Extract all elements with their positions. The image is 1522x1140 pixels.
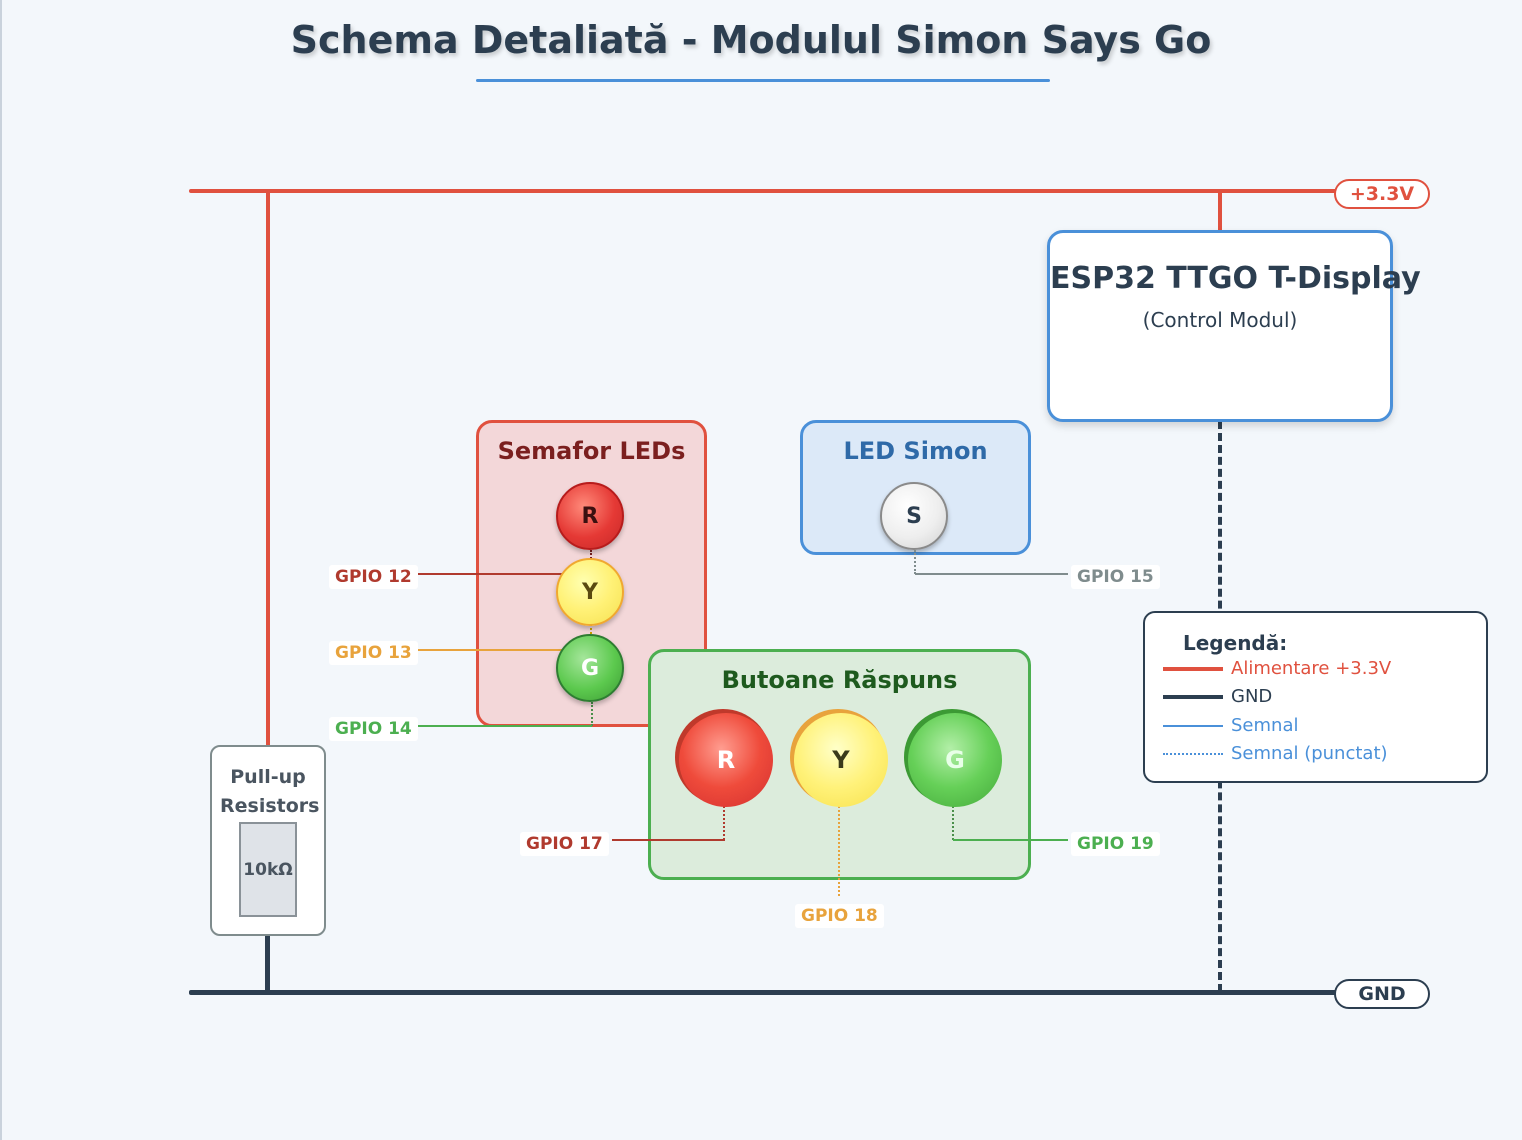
gpio12-label: GPIO 12: [329, 565, 418, 589]
semafor-led-yellow: Y: [556, 558, 624, 626]
gpio15-label: GPIO 15: [1071, 565, 1160, 589]
gpio19-wire: [953, 839, 1068, 841]
gpio15-wire-v: [914, 550, 916, 574]
legend-swatch-signal: [1163, 725, 1223, 727]
buttons-title: Butoane Răspuns: [721, 666, 958, 694]
resistor: 10kΩ: [239, 822, 297, 917]
resistor-value: 10kΩ: [243, 859, 293, 880]
esp32-module: ESP32 TTGO T-Display (Control Modul): [1047, 230, 1421, 422]
gpio14-label: GPIO 14: [329, 717, 418, 741]
pullup-ground-wire: [265, 934, 270, 992]
gpio12-wire: [418, 573, 563, 575]
legend: Legendă: Alimentare +3.3V GND Semnal Sem…: [1143, 611, 1488, 783]
esp32-title: ESP32 TTGO T-Display: [1050, 261, 1421, 296]
pullup-power-wire: [266, 191, 270, 747]
gpio13-wire: [418, 649, 563, 651]
power-rail-label: +3.3V: [1334, 179, 1430, 209]
button-red[interactable]: R: [679, 713, 773, 807]
gpio14-wire: [418, 725, 592, 727]
button-green[interactable]: G: [908, 713, 1002, 807]
led-simon-title: LED Simon: [843, 437, 988, 465]
legend-title: Legendă:: [1183, 631, 1288, 655]
legend-label-signal-dotted: Semnal (punctat): [1231, 743, 1388, 764]
legend-label-power: Alimentare +3.3V: [1231, 658, 1392, 679]
gpio18-wire: [838, 802, 840, 896]
gpio17-wire-v: [723, 802, 725, 840]
gpio14-wire-v: [591, 702, 593, 726]
legend-swatch-signal-dotted: [1163, 753, 1223, 755]
esp32-subtitle: (Control Modul): [1142, 308, 1298, 332]
semafor-title: Semafor LEDs: [497, 437, 686, 465]
legend-label-signal: Semnal: [1231, 715, 1299, 736]
gpio17-wire: [612, 839, 725, 841]
legend-swatch-ground: [1163, 695, 1223, 699]
semafor-led-red: R: [556, 482, 624, 550]
pullup-resistors-module: Pull-up Resistors 10kΩ: [210, 745, 326, 936]
gpio19-wire-v: [952, 802, 954, 840]
legend-swatch-power: [1163, 667, 1223, 671]
button-yellow[interactable]: Y: [794, 713, 888, 807]
gpio18-label: GPIO 18: [795, 904, 884, 928]
ground-rail-label: GND: [1334, 979, 1430, 1009]
semafor-link-yg: [590, 624, 592, 638]
pullup-title: Pull-up Resistors: [220, 766, 320, 817]
gpio19-label: GPIO 19: [1071, 832, 1160, 856]
page-title: Schema Detaliată - Modulul Simon Says Go: [290, 18, 1212, 62]
ground-rail: [189, 990, 1339, 995]
semafor-link-ry: [590, 550, 592, 562]
gpio15-wire: [915, 573, 1068, 575]
esp32-power-wire: [1218, 191, 1222, 233]
gpio13-label: GPIO 13: [329, 641, 418, 665]
power-rail: [189, 189, 1339, 193]
gpio17-label: GPIO 17: [520, 832, 609, 856]
semafor-led-green: G: [556, 634, 624, 702]
legend-label-ground: GND: [1231, 686, 1273, 707]
simon-led: S: [880, 482, 948, 550]
frame-edge: [0, 0, 2, 1140]
title-underline: [476, 79, 1050, 82]
